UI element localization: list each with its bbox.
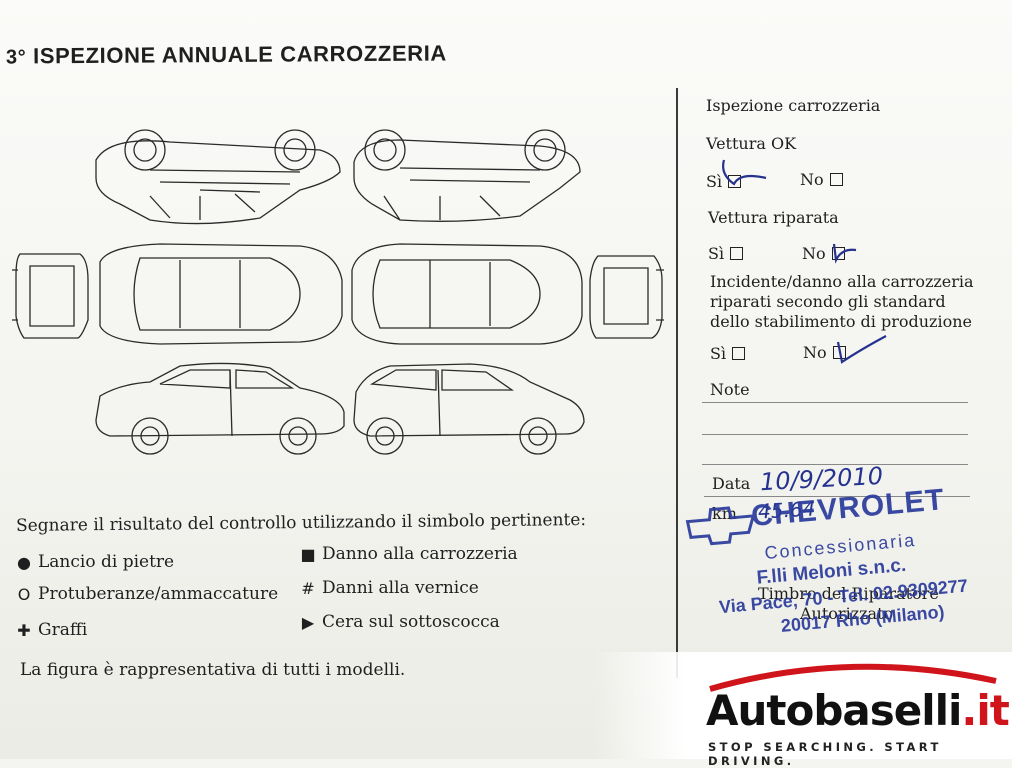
legend-dents: O Protuberanze/ammaccature: [16, 584, 278, 604]
checkbox[interactable]: [831, 247, 845, 260]
inspection-number: 3°: [5, 46, 27, 69]
logo-main: Autobaselli: [706, 686, 962, 735]
yes-label: Sì: [708, 244, 725, 263]
note-rule: [702, 402, 968, 403]
data-rule: [704, 496, 970, 497]
checkbox[interactable]: [730, 247, 744, 260]
checkbox[interactable]: [728, 175, 742, 188]
incidente-line1: Incidente/danno alla carrozzeria: [710, 272, 974, 291]
chevrolet-bowtie-icon: [685, 506, 756, 546]
check-mark-icon: [722, 159, 767, 186]
timbro-line2: Autorizzato: [800, 604, 894, 623]
no-label: No: [803, 343, 827, 362]
stamp-brand: CHEVROLET: [749, 483, 947, 534]
vettura-ok-label: Vettura OK: [706, 134, 797, 153]
data-label: Data: [712, 474, 751, 493]
watermark-logo: Autobaselli.it: [706, 686, 1010, 735]
swoosh-icon: [709, 663, 997, 692]
legend-stone-chip: ● Lancio di pietre: [16, 552, 174, 572]
timbro-line1: Timbro del Riparatore: [758, 584, 939, 603]
checkbox[interactable]: [829, 173, 843, 186]
legend-label: Protuberanze/ammaccature: [38, 584, 279, 604]
legend-underbody-wax: ▶ Cera sul sottoscocca: [300, 612, 500, 632]
car-diagrams: [12, 129, 664, 455]
car-side-view-hatch: [353, 363, 585, 455]
incidente-yes[interactable]: Sì: [710, 344, 746, 363]
cross-symbol-icon: ✚: [17, 620, 31, 640]
legend-label: Danni alla vernice: [322, 578, 479, 598]
dot-symbol-icon: ●: [17, 552, 31, 572]
legend-label: Danno alla carrozzeria: [322, 544, 518, 564]
legend-label: Lancio di pietre: [38, 552, 175, 572]
legend-body-damage: ■ Danno alla carrozzeria: [300, 544, 518, 564]
check-mark-icon: [836, 335, 887, 364]
logo-ext: .it: [961, 686, 1009, 735]
inspection-title: ISPEZIONE ANNUALE CARROZZERIA: [32, 40, 447, 69]
car-upside-down-sedan: [95, 129, 341, 225]
note-label: Note: [710, 380, 750, 399]
vettura-ok-no[interactable]: No: [800, 170, 843, 189]
car-rear-view-right: [589, 255, 664, 339]
dealer-stamp: CHEVROLET Concessionaria F.lli Meloni s.…: [680, 472, 1012, 659]
legend-scratches: ✚ Graffi: [16, 620, 87, 640]
legend-label: Graffi: [38, 620, 88, 640]
car-side-view-sedan: [95, 362, 345, 455]
hash-symbol-icon: #: [301, 578, 315, 598]
vettura-ok-yes[interactable]: Sì: [706, 172, 742, 191]
section-title: Ispezione carrozzeria: [706, 96, 881, 115]
car-top-view-sedan: [99, 243, 343, 345]
legend-paint-damage: # Danni alla vernice: [300, 578, 479, 598]
yes-label: Sì: [706, 172, 723, 191]
vettura-riparata-label: Vettura riparata: [708, 208, 839, 227]
vettura-riparata-yes[interactable]: Sì: [708, 244, 744, 263]
page-title: 3° ISPEZIONE ANNUALE CARROZZERIA: [6, 40, 447, 69]
circle-symbol-icon: O: [17, 584, 31, 604]
note-rule: [702, 464, 968, 465]
checkbox[interactable]: [732, 347, 746, 360]
no-label: No: [802, 244, 826, 263]
incidente-line3: dello stabilimento di produzione: [710, 312, 972, 331]
legend-intro: Segnare il risultato del controllo utili…: [15, 510, 587, 536]
check-mark-icon: [832, 243, 857, 264]
triangle-symbol-icon: ▶: [301, 612, 315, 632]
watermark-tagline: STOP SEARCHING. START DRIVING.: [708, 740, 942, 768]
incidente-line2: riparati secondo gli standard: [710, 292, 946, 311]
legend-label: Cera sul sottoscocca: [322, 612, 500, 632]
car-upside-down-hatch: [353, 129, 581, 222]
footnote: La figura è rappresentativa di tutti i m…: [20, 660, 406, 680]
no-label: No: [800, 170, 824, 189]
square-symbol-icon: ■: [300, 544, 316, 564]
yes-label: Sì: [710, 344, 727, 363]
car-top-view-hatch: [351, 243, 583, 345]
vettura-riparata-no[interactable]: No: [802, 244, 845, 263]
note-rule: [702, 434, 968, 435]
car-front-view-left: [12, 253, 89, 339]
column-divider: [676, 88, 678, 678]
